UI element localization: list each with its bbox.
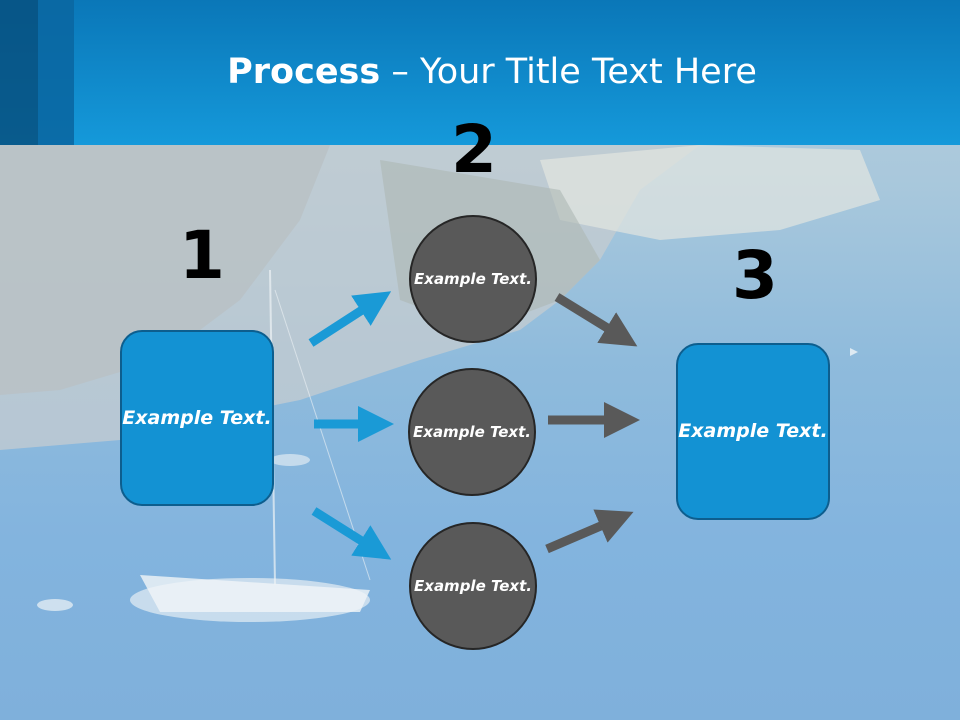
header-bar: Process – Your Title Text Here — [0, 0, 960, 145]
step-3-box: Example Text. — [676, 343, 830, 520]
arrow-from-circle-top — [554, 293, 638, 347]
arrow-to-circle-bottom — [311, 507, 392, 560]
step-number-2: 2 — [451, 111, 497, 188]
arrow-to-circle-top — [308, 291, 392, 347]
slide-title: Process – Your Title Text Here — [0, 52, 960, 92]
step-number-3: 3 — [732, 237, 778, 314]
title-bold: Process — [227, 52, 381, 92]
circle-top-label: Example Text. — [414, 269, 532, 288]
step-1-label: Example Text. — [122, 406, 272, 429]
step-1-box: Example Text. — [120, 330, 274, 506]
header-accent — [38, 0, 74, 145]
step-3-label: Example Text. — [678, 420, 828, 443]
header-accent-dark — [0, 0, 38, 145]
arrow-from-circle-bottom — [545, 509, 634, 554]
step-2-circle-middle: Example Text. — [408, 368, 536, 496]
title-rest: – Your Title Text Here — [380, 52, 757, 92]
step-2-circle-top: Example Text. — [409, 215, 537, 343]
step-2-circle-bottom: Example Text. — [409, 522, 537, 650]
circle-bottom-label: Example Text. — [414, 576, 532, 595]
circle-middle-label: Example Text. — [413, 422, 531, 441]
step-number-1: 1 — [179, 217, 225, 294]
